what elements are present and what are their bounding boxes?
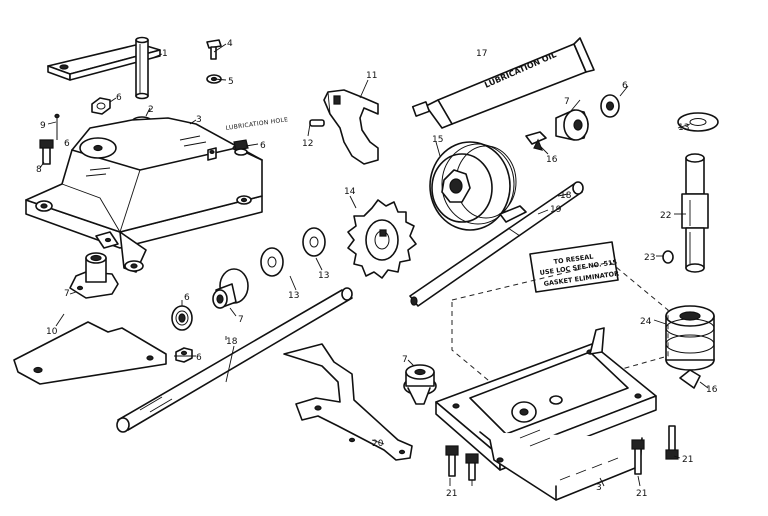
part-plate-10 (13, 321, 167, 385)
part-pin-23 (662, 250, 674, 264)
part-pulley-24 (665, 305, 715, 371)
callout-6-washer: 6 (116, 93, 122, 103)
part-shaft-18a (116, 287, 353, 433)
part-gear-housing-bottom (435, 327, 657, 501)
part-gear-14 (347, 199, 417, 279)
gasket-note-box: TO RESEAL USE LOC SEE NO. 515 GASKET ELI… (529, 241, 620, 293)
callout-19: 19 (550, 205, 562, 215)
callout-3-housing: 3 (196, 115, 202, 125)
callout-16-a: 16 (546, 155, 558, 165)
callout-6-left: 6 (64, 139, 70, 149)
part-screw-6b (233, 139, 249, 156)
part-bracket-20 (283, 343, 413, 461)
callout-23: 23 (644, 253, 655, 263)
part-key-16a (525, 131, 547, 151)
part-bushing-7b (212, 268, 249, 309)
part-bolt-21d (665, 425, 679, 460)
callout-7-bottom: 7 (402, 355, 408, 365)
callout-21-b: 21 (636, 489, 647, 499)
part-bolt-21a (445, 445, 459, 477)
part-fork-11 (323, 89, 379, 165)
part-bolt-21b (465, 453, 479, 481)
part-screw-4 (206, 39, 222, 60)
callout-3-base: 3 (596, 483, 602, 493)
part-bushing-7c (555, 109, 589, 141)
part-shaft-18b (409, 181, 584, 307)
part-gear-housing-top (25, 117, 263, 273)
callout-21-c: 21 (682, 455, 693, 465)
part-key-19 (499, 205, 527, 223)
callout-17: 17 (476, 49, 487, 59)
callout-6-screw: 6 (260, 141, 266, 151)
part-pin-9 (54, 113, 60, 140)
callout-21-a: 21 (446, 489, 457, 499)
callout-22: 22 (660, 211, 671, 221)
callout-8: 8 (36, 165, 42, 175)
callout-7-right: 7 (564, 97, 570, 107)
callout-13-a: 13 (288, 291, 299, 301)
callout-16-b: 16 (706, 385, 718, 395)
part-screw-8 (39, 139, 54, 165)
callout-13-b: 13 (318, 271, 329, 281)
callout-2: 2 (148, 105, 154, 115)
callout-6-right: 6 (622, 81, 628, 91)
part-bracket-plate (47, 36, 161, 100)
callout-5: 5 (228, 77, 234, 87)
lubrication-hole-label: LUBRICATION HOLE (225, 116, 288, 132)
callout-6-nut: 6 (196, 353, 202, 363)
gasket-outline (451, 261, 669, 401)
callout-15: 15 (432, 135, 443, 145)
part-nut-6c (175, 347, 193, 363)
callout-12: 12 (302, 139, 313, 149)
part-washer-6a (91, 97, 111, 115)
callout-18-a: 18 (226, 337, 238, 347)
part-axle-22 (681, 153, 709, 273)
part-washer-13a (260, 247, 284, 277)
part-bolt-21c (631, 439, 645, 475)
callout-4: 4 (227, 39, 233, 49)
part-pulley-15 (429, 141, 517, 231)
callout-9: 9 (40, 121, 46, 131)
callout-6-spacer: 6 (184, 293, 190, 303)
callout-7-middle: 7 (238, 315, 244, 325)
part-washer-13b (302, 227, 326, 257)
part-washer-6d (171, 305, 193, 331)
callout-numbers: 1 2 3 3 4 5 6 6 6 6 6 6 7 7 7 7 8 9 10 1… (36, 39, 718, 499)
part-washer-13c (677, 112, 719, 132)
leader-lines (39, 43, 709, 487)
callout-10: 10 (46, 327, 58, 337)
part-bearing-7d (403, 364, 437, 405)
part-pin-12 (309, 119, 325, 127)
callout-24: 24 (640, 317, 652, 327)
callout-14: 14 (344, 187, 356, 197)
callout-11: 11 (366, 71, 377, 81)
callout-20: 20 (372, 439, 384, 449)
part-clip-16b (679, 369, 701, 389)
callout-7-left: 7 (64, 289, 70, 299)
part-bearing-7a (69, 252, 119, 299)
part-washer-6e (600, 94, 620, 118)
callout-18-b: 18 (560, 191, 572, 201)
callout-13-c: 13 (678, 123, 689, 133)
callout-1: 1 (162, 49, 168, 59)
